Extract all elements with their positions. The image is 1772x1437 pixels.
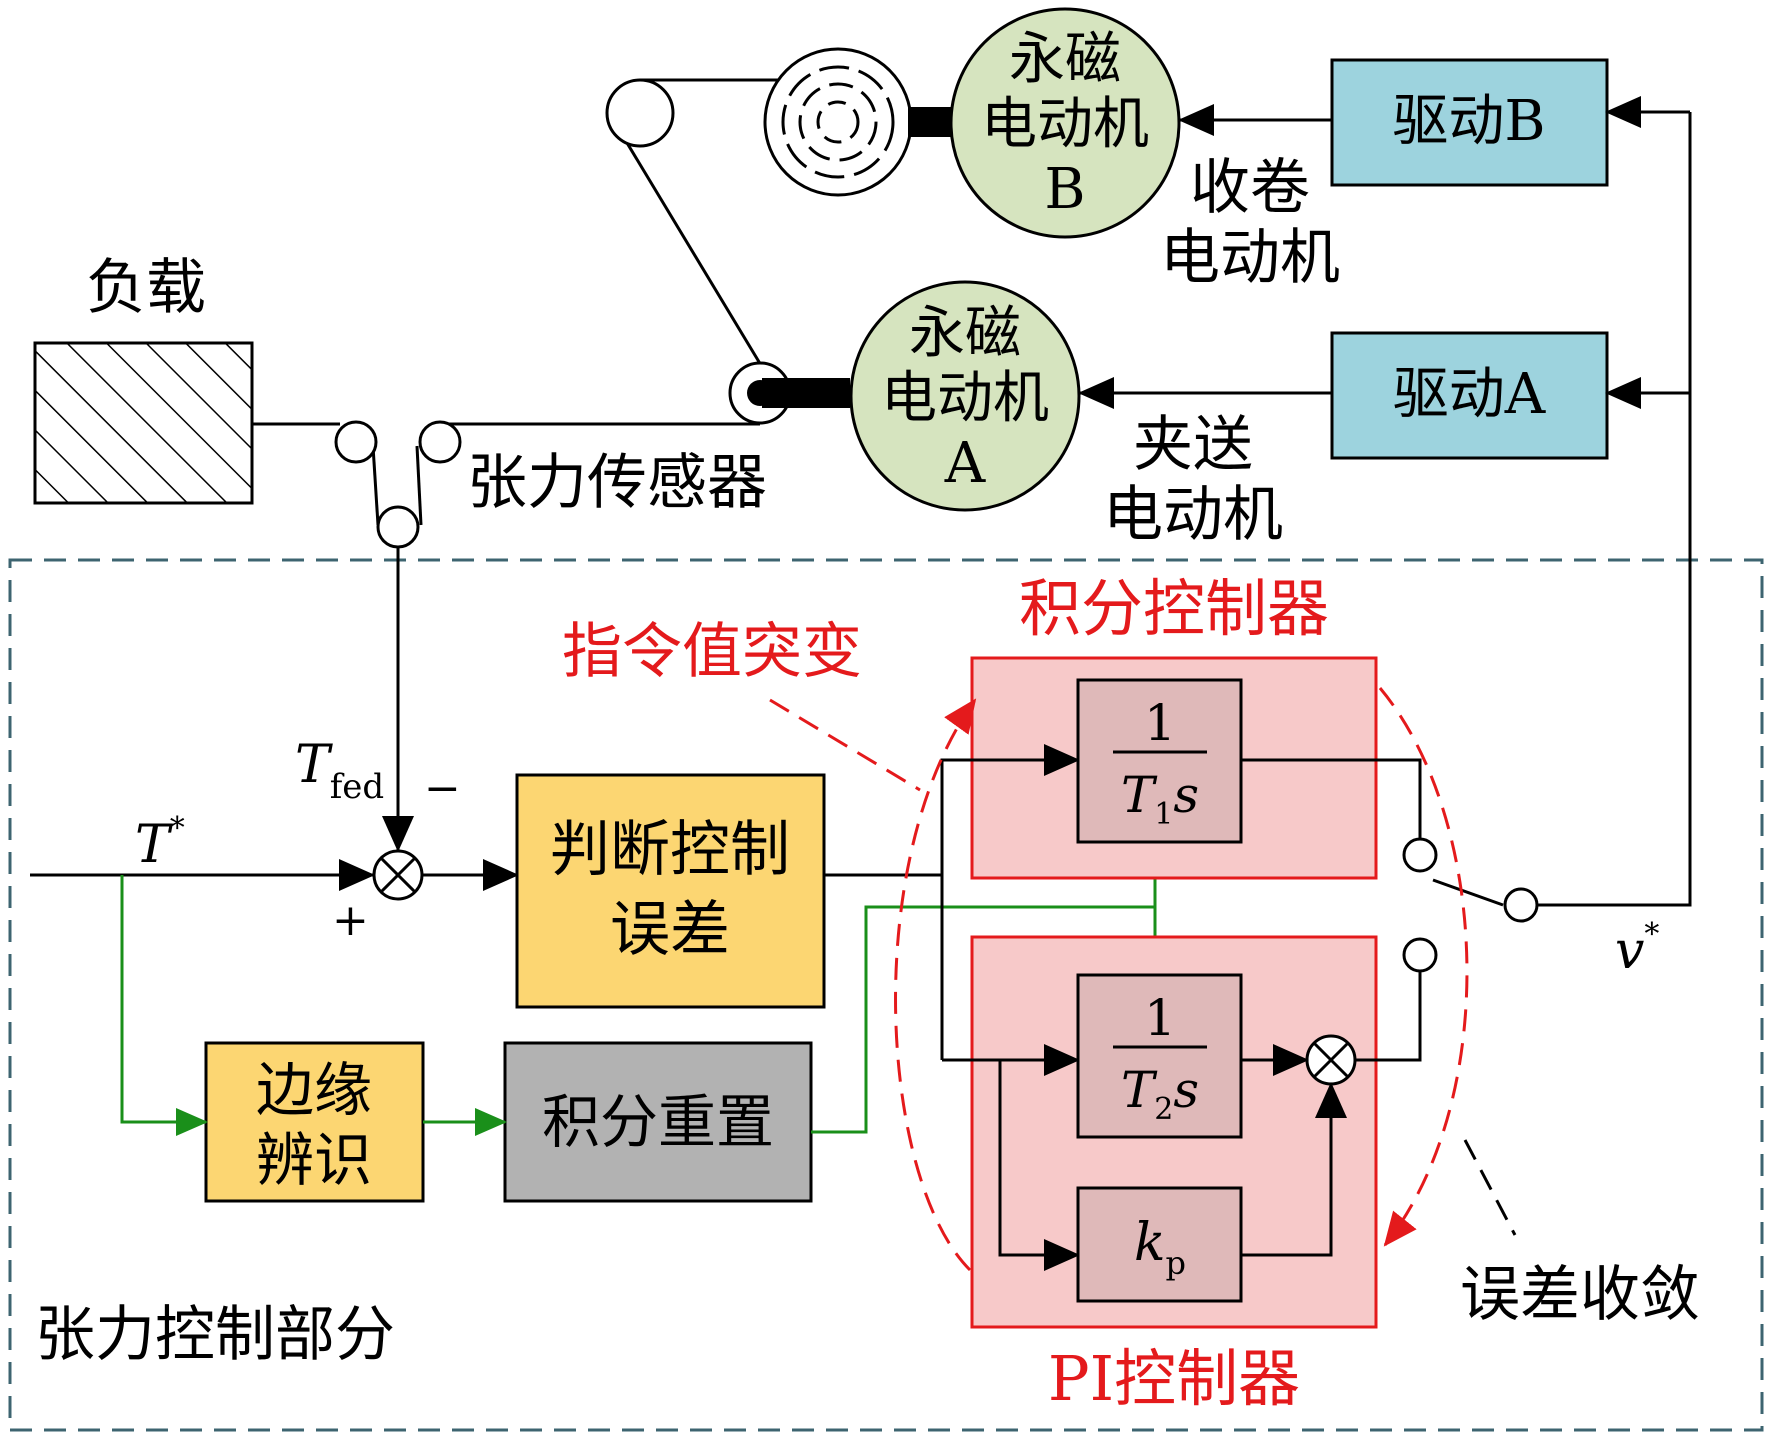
edge-line1: 边缘 bbox=[256, 1056, 372, 1124]
t1-denominator: T1s bbox=[1121, 766, 1199, 832]
command-step-label: 指令值突变 bbox=[562, 617, 862, 687]
judge-error-block bbox=[515, 773, 826, 1009]
edge-line2: 辨识 bbox=[256, 1126, 372, 1194]
winding-reel bbox=[763, 47, 913, 197]
judge-line1: 判断控制 bbox=[550, 815, 790, 885]
vref-label: v* bbox=[1615, 917, 1659, 981]
t1-numerator: 1 bbox=[1144, 694, 1176, 752]
shaft-b bbox=[908, 107, 956, 137]
load-label: 负载 bbox=[86, 253, 206, 323]
transition-dashed-loop bbox=[894, 698, 977, 1272]
speed-ref-bus bbox=[1538, 96, 1692, 907]
pi-paths bbox=[1241, 758, 1504, 1257]
tref-label: T* bbox=[135, 811, 185, 875]
integral-controller-title: 积分控制器 bbox=[1019, 572, 1329, 645]
shaft-a bbox=[762, 378, 850, 408]
t2-numerator: 1 bbox=[1144, 989, 1176, 1047]
kp-label: kp bbox=[1134, 1213, 1186, 1282]
motor-a-line2: 电动机 bbox=[881, 366, 1049, 431]
pi-summing-junction bbox=[1305, 1034, 1357, 1086]
motor-b-line3: B bbox=[1044, 157, 1085, 222]
pi-controller-title: PI控制器 bbox=[1048, 1342, 1300, 1415]
drive-b-label: 驱动B bbox=[1392, 89, 1545, 154]
switch-contact-pi bbox=[1402, 937, 1438, 973]
t2-denominator: T2s bbox=[1121, 1061, 1199, 1127]
judge-line2: 误差 bbox=[610, 895, 730, 965]
plus-sign: + bbox=[332, 895, 369, 946]
error-bus bbox=[824, 744, 1080, 1271]
idler-roller bbox=[605, 78, 675, 148]
motor-a-line3: A bbox=[944, 431, 986, 496]
control-section-border bbox=[8, 558, 1764, 1432]
feeding-motor-line2: 电动机 bbox=[1103, 480, 1283, 550]
winding-motor-line2: 电动机 bbox=[1160, 223, 1340, 293]
load-block bbox=[33, 341, 254, 505]
edge-identification-block bbox=[204, 1041, 425, 1203]
switch-output-contact bbox=[1503, 887, 1539, 923]
winding-motor-line1: 收卷 bbox=[1190, 153, 1310, 223]
switch-contact-integral bbox=[1402, 837, 1438, 873]
integral-reset-block bbox=[503, 1041, 813, 1203]
t2-integrator-block bbox=[1076, 973, 1243, 1139]
motor-a-line1: 永磁 bbox=[909, 301, 1021, 366]
convergence-pointer bbox=[1463, 1139, 1517, 1236]
summing-junction bbox=[372, 849, 424, 901]
control-section-label: 张力控制部分 bbox=[35, 1300, 395, 1370]
minus-sign: − bbox=[424, 763, 461, 814]
drive-a-label: 驱动A bbox=[1393, 362, 1546, 427]
integral-reset-label: 积分重置 bbox=[542, 1088, 774, 1156]
motor-b-line1: 永磁 bbox=[1009, 27, 1121, 92]
kp-gain-block bbox=[1076, 1186, 1243, 1303]
command-step-pointer bbox=[769, 698, 921, 792]
error-convergence-label: 误差收敛 bbox=[1460, 1260, 1700, 1330]
web-path bbox=[252, 78, 838, 526]
tension-sensor bbox=[334, 420, 462, 549]
drive-b-block bbox=[1330, 58, 1609, 187]
tfed-label: Tfed bbox=[295, 735, 384, 807]
feeding-motor-line1: 夹送 bbox=[1133, 410, 1253, 480]
tension-sensor-label: 张力传感器 bbox=[467, 448, 767, 518]
convergence-dashed-loop bbox=[1378, 687, 1469, 1247]
drive-a-block bbox=[1330, 331, 1609, 460]
motor-b-line2: 电动机 bbox=[981, 92, 1149, 157]
